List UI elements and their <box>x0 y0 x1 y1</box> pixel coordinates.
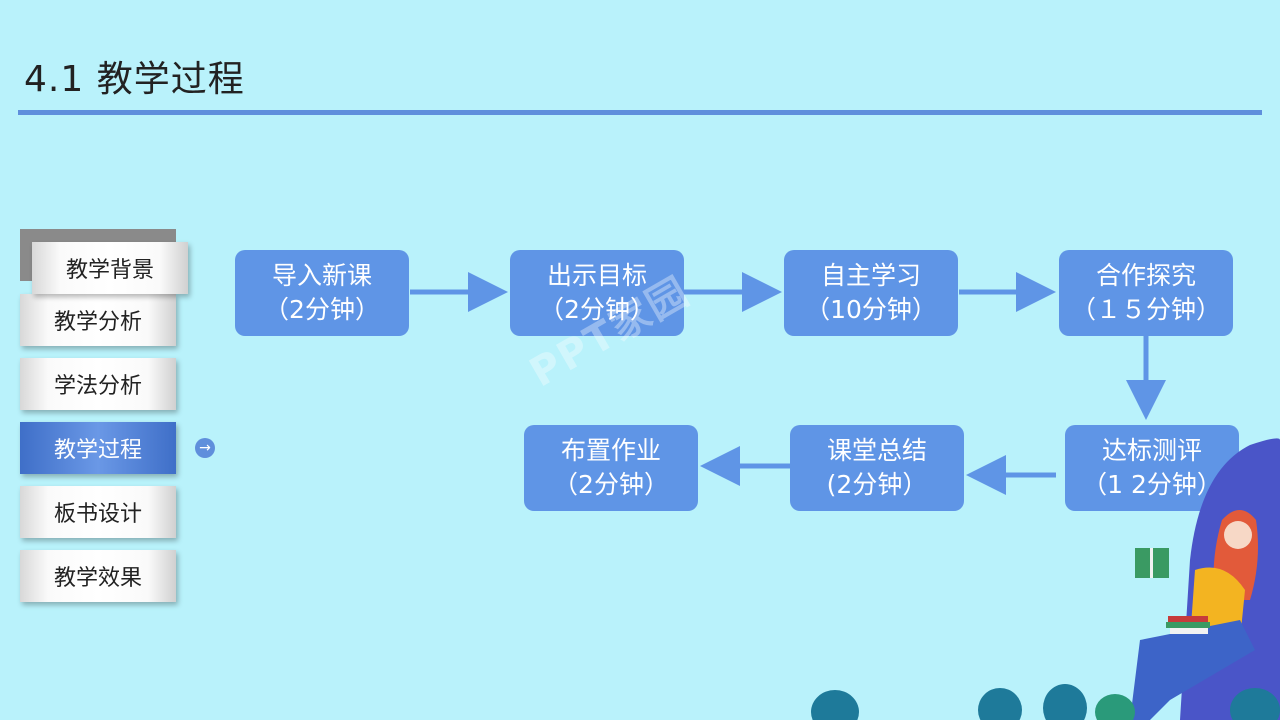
flow-step-time: （１５分钟） <box>1070 295 1221 324</box>
sidebar-item-label: 教学分析 <box>53 310 142 335</box>
arrow-right-circle-icon: → <box>195 438 215 458</box>
flow-step-name: 导入新课 <box>271 261 372 290</box>
sidebar-item-label: 学法分析 <box>53 374 142 399</box>
flow-step-summary: 课堂总结 (2分钟） <box>790 425 964 511</box>
flow-step-homework: 布置作业 （2分钟） <box>524 425 698 511</box>
book-icon <box>1135 548 1169 578</box>
flow-step-self-study: 自主学习 （10分钟） <box>784 250 958 336</box>
plant-icon <box>1095 694 1135 720</box>
flow-step-goals: 出示目标 （2分钟） <box>510 250 684 336</box>
flow-step-cooperative: 合作探究 （１５分钟） <box>1059 250 1233 336</box>
sidebar-item-effect[interactable]: 教学效果 <box>20 550 176 602</box>
sidebar-item-background[interactable]: 教学背景 <box>32 242 188 294</box>
sidebar-item-label: 教学过程 <box>53 438 142 463</box>
flow-step-name: 合作探究 <box>1095 261 1196 290</box>
flow-step-name: 布置作业 <box>560 436 661 465</box>
girl-hair <box>1213 510 1258 600</box>
girl-face <box>1224 521 1252 549</box>
sidebar-item-label: 教学背景 <box>65 258 154 283</box>
plant-icon <box>1043 684 1087 720</box>
flow-step-name: 课堂总结 <box>826 436 927 465</box>
sidebar-item-label: 教学效果 <box>53 566 142 591</box>
plant-icon <box>811 690 859 720</box>
flow-step-time: （2分钟） <box>553 470 669 499</box>
title-divider <box>18 110 1262 115</box>
flow-step-assessment: 达标测评 （1 2分钟） <box>1065 425 1239 511</box>
sidebar-item-method[interactable]: 学法分析 <box>20 358 176 410</box>
flow-step-time: （10分钟） <box>805 295 937 324</box>
flow-step-time: (2分钟） <box>826 470 928 499</box>
sidebar-item-analysis[interactable]: 教学分析 <box>20 294 176 346</box>
page-title: 4.1 教学过程 <box>24 59 245 100</box>
flow-step-name: 出示目标 <box>546 261 647 290</box>
girl-body <box>1190 567 1245 640</box>
plant-icon <box>978 688 1022 720</box>
flow-step-name: 自主学习 <box>820 261 921 290</box>
flow-step-intro: 导入新课 （2分钟） <box>235 250 409 336</box>
flow-step-time: （2分钟） <box>539 295 655 324</box>
plant-icon <box>1230 688 1280 720</box>
sidebar-item-process[interactable]: 教学过程 <box>20 422 176 474</box>
flow-step-name: 达标测评 <box>1101 436 1202 465</box>
flow-step-time: （2分钟） <box>264 295 380 324</box>
girl-legs <box>1130 620 1255 720</box>
flow-step-time: （1 2分钟） <box>1082 470 1222 499</box>
sidebar-item-label: 板书设计 <box>53 502 142 527</box>
sidebar-item-board[interactable]: 板书设计 <box>20 486 176 538</box>
